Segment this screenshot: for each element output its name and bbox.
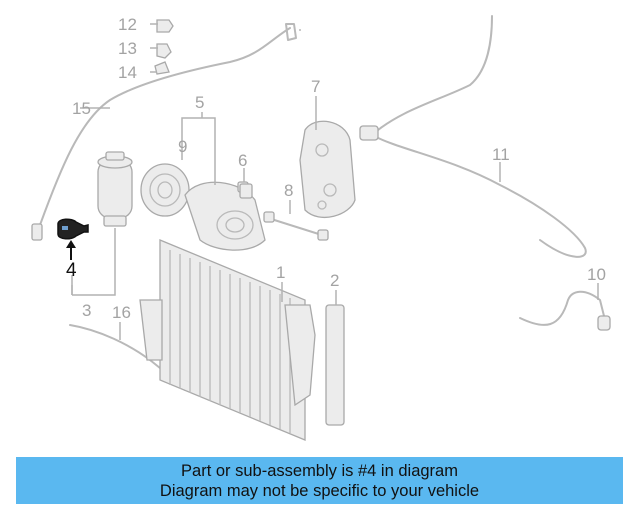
- part-5-compressor: [140, 163, 266, 251]
- part-10-hose: [519, 290, 611, 331]
- part-1-condenser: [139, 239, 316, 441]
- part-2-tank: [325, 304, 345, 426]
- part-13-clip: [156, 43, 172, 59]
- part-15-hose: [31, 23, 297, 241]
- callout-15: 15: [72, 99, 91, 118]
- info-banner: Part or sub-assembly is #4 in diagram Di…: [16, 457, 623, 504]
- part-14-clip: [154, 61, 170, 75]
- parts-diagram: 12 13 14 15 5 9 6 7 8 4 3 16 1 2 11 10: [31, 15, 611, 441]
- callout-5: 5: [195, 93, 204, 112]
- part-3-drier: [97, 151, 133, 227]
- callout-11: 11: [492, 145, 510, 164]
- callout-8: 8: [284, 181, 293, 200]
- callout-16: 16: [112, 303, 131, 322]
- callout-6: 6: [238, 151, 247, 170]
- callout-13: 13: [118, 39, 137, 58]
- callout-10: 10: [587, 265, 606, 284]
- callout-4: 4: [66, 260, 77, 281]
- callout-12: 12: [118, 15, 137, 34]
- callout-14: 14: [118, 63, 137, 82]
- callout-7: 7: [311, 77, 320, 96]
- callout-3: 3: [82, 301, 91, 320]
- part-7-bracket: [299, 120, 356, 219]
- banner-line-disclaimer: Diagram may not be specific to your vehi…: [159, 481, 480, 500]
- callout-1: 1: [276, 263, 285, 282]
- part-4-highlighted[interactable]: [57, 218, 89, 260]
- callout-2: 2: [330, 271, 339, 290]
- part-8-rod: [263, 211, 329, 241]
- part-11-hose: [299, 15, 587, 258]
- part-12-clip: [156, 19, 174, 33]
- part-6-valve: [239, 183, 253, 199]
- callout-9: 9: [178, 137, 187, 156]
- banner-line-part: Part or sub-assembly is #4 in diagram: [181, 461, 458, 480]
- leader-lines: [71, 23, 599, 340]
